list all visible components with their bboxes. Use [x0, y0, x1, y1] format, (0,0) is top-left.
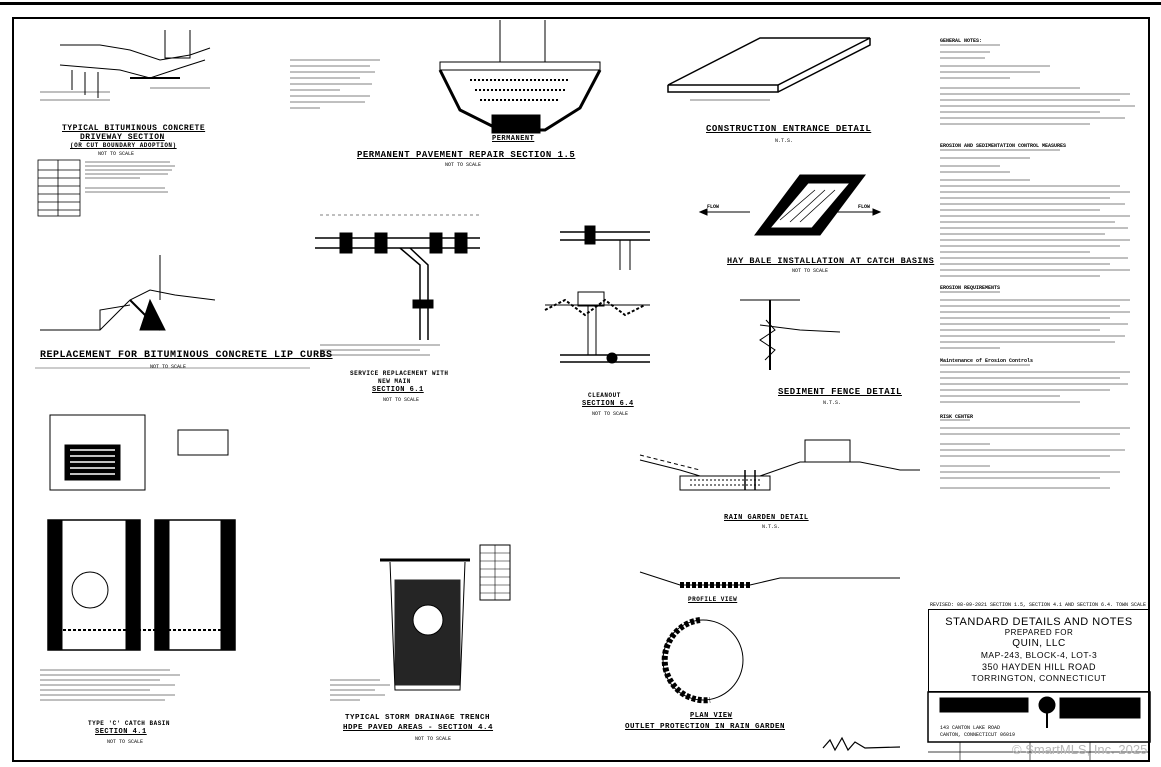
- notes-erosion-req-heading: EROSION REQUIREMENTS: [940, 285, 1001, 291]
- service-title-3: SECTION 6.1: [372, 386, 424, 394]
- plan-view-label: PLAN VIEW: [690, 712, 733, 720]
- catch-basin-title-2: SECTION 4.1: [95, 728, 147, 736]
- driveway-title-3: (OR CUT BOUNDARY ADOPTION): [70, 142, 177, 149]
- construction-entrance-scale: N.T.S.: [775, 138, 794, 144]
- title-heading: STANDARD DETAILS AND NOTES: [945, 616, 1133, 628]
- sediment-fence-scale: N.T.S.: [823, 400, 842, 406]
- storm-trench-title-2: HDPE PAVED AREAS - SECTION 4.4: [343, 724, 494, 732]
- rain-garden-drawing: [639, 439, 920, 491]
- pavement-repair-title: PERMANENT PAVEMENT REPAIR SECTION 1.5: [357, 150, 576, 160]
- catch-basin-drawing: [40, 414, 236, 701]
- service-scale: NOT TO SCALE: [383, 397, 420, 403]
- pavement-scale: NOT TO SCALE: [445, 162, 482, 168]
- service-title-2: NEW MAIN: [378, 378, 411, 385]
- watermark: © SmartMLS, Inc. 2025: [1012, 742, 1148, 757]
- sheet-border: [12, 17, 1150, 762]
- site-town: TORRINGTON, CONNECTICUT: [971, 673, 1107, 683]
- engineer-town: CANTON, CONNECTICUT 06019: [940, 732, 1016, 738]
- driveway-scale: NOT TO SCALE: [98, 151, 135, 157]
- signature: [822, 736, 901, 752]
- prepared-for-label: PREPARED FOR: [1004, 628, 1074, 637]
- hay-bale-title: HAY BALE INSTALLATION AT CATCH BASINS: [727, 256, 935, 266]
- outlet-protection-title: OUTLET PROTECTION IN RAIN GARDEN: [625, 723, 786, 731]
- service-replacement-drawing: [315, 214, 480, 356]
- lip-curb-title: REPLACEMENT FOR BITUMINOUS CONCRETE LIP …: [40, 350, 333, 361]
- storm-trench-drawing: [330, 544, 511, 701]
- cleanout-scale: NOT TO SCALE: [592, 411, 629, 417]
- construction-entrance-title: CONSTRUCTION ENTRANCE DETAIL: [706, 124, 872, 134]
- driveway-section-drawing: [40, 30, 211, 101]
- notes-general-heading: GENERAL NOTES:: [940, 38, 983, 44]
- lip-curb-drawing: [40, 255, 216, 331]
- map-reference: MAP-243, BLOCK-4, LOT-3: [980, 650, 1098, 660]
- notes-maintenance-heading: Maintenance of Erosion Controls: [940, 358, 1034, 364]
- driveway-title: TYPICAL BITUMINOUS CONCRETE: [62, 124, 206, 133]
- revision-note: REVISED: 08-09-2021 SECTION 1.5, SECTION…: [930, 602, 1147, 608]
- title-block: STANDARD DETAILS AND NOTES PREPARED FOR …: [928, 609, 1150, 692]
- engineer-block: [927, 691, 1151, 762]
- rain-garden-title: RAIN GARDEN DETAIL: [724, 514, 809, 522]
- client-name: QUIN, LLC: [1012, 638, 1066, 649]
- sheet-top-edge: [0, 2, 1161, 5]
- notes-risk-heading: RISK CENTER: [940, 414, 974, 420]
- hay-bale-drawing: [698, 174, 882, 236]
- pavement-label: PERMANENT: [492, 135, 535, 143]
- storm-trench-scale: NOT TO SCALE: [415, 736, 452, 742]
- sediment-fence-title: SEDIMENT FENCE DETAIL: [778, 387, 902, 397]
- catch-basin-scale: NOT TO SCALE: [107, 739, 144, 745]
- hay-bale-scale: NOT TO SCALE: [792, 268, 829, 274]
- cleanout-title: CLEANOUT: [588, 392, 621, 399]
- rain-garden-scale: N.T.S.: [762, 524, 781, 530]
- cleanout-drawing: [544, 225, 650, 364]
- flow-left-label: FLOW: [707, 204, 720, 210]
- driveway-title-2: DRIVEWAY SECTION: [80, 133, 165, 142]
- storm-trench-title: TYPICAL STORM DRAINAGE TRENCH: [345, 714, 491, 722]
- profile-view-label: PROFILE VIEW: [688, 596, 738, 603]
- outlet-protection-drawing: [639, 571, 900, 704]
- notes-erosion-heading: EROSION AND SEDIMENTATION CONTROL MEASUR…: [940, 143, 1067, 149]
- catch-basin-title: TYPE 'C' CATCH BASIN: [88, 720, 171, 727]
- site-address: 350 HAYDEN HILL ROAD: [981, 662, 1097, 672]
- cleanout-title-2: SECTION 6.4: [582, 400, 634, 408]
- construction-entrance-drawing: [667, 37, 871, 101]
- lip-curb-scale: NOT TO SCALE: [150, 364, 187, 370]
- engineer-address: 143 CANTON LAKE ROAD: [940, 725, 1001, 731]
- notes-column: [940, 44, 1135, 489]
- depth-table: [37, 159, 81, 217]
- service-title: SERVICE REPLACEMENT WITH: [350, 370, 449, 377]
- sediment-fence-drawing: [740, 299, 841, 370]
- pavement-repair-drawing: [290, 20, 602, 134]
- flow-right-label: FLOW: [858, 204, 871, 210]
